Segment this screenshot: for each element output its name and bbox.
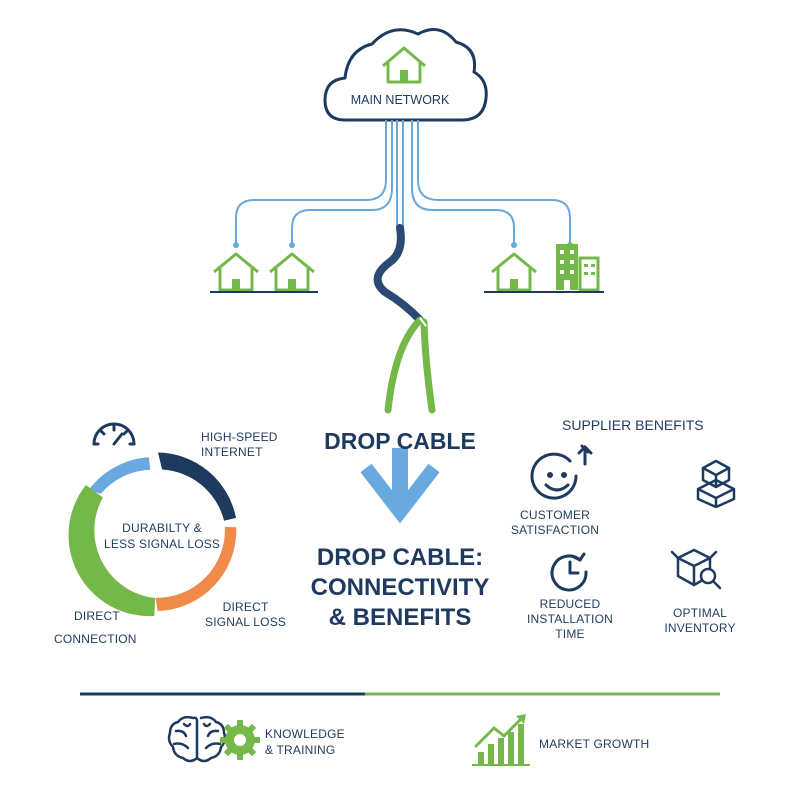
down-arrow-icon <box>368 448 432 516</box>
title-line-1: DROP CABLE: <box>316 544 484 571</box>
title-line-2: CONNECTIVITY <box>310 574 490 601</box>
customer-satisfaction-label: CUSTOMER SATISFACTION <box>510 508 600 537</box>
growth-chart-icon <box>472 714 530 766</box>
market-growth-label: MARKET GROWTH <box>539 737 650 751</box>
knowledge-training-label: KNOWLEDGE & TRAINING <box>265 727 345 757</box>
house-icon <box>491 252 537 292</box>
speedometer-icon <box>92 422 136 446</box>
direct-connection-label-2: CONNECTION <box>54 632 137 646</box>
optimal-inventory-label: OPTIMAL INVENTORY <box>664 606 736 635</box>
smiley-icon <box>530 444 593 500</box>
house-icon <box>269 252 315 292</box>
title-line-3: & BENEFITS <box>328 604 472 631</box>
supplier-benefits-heading: SUPPLIER BENEFITS <box>562 417 704 433</box>
high-speed-label: HIGH-SPEED INTERNET <box>201 430 278 459</box>
reduced-installation-label: REDUCED INSTALLATION TIME <box>527 597 613 641</box>
direct-connection-label-1: DIRECT <box>74 609 120 623</box>
box-search-icon <box>670 548 722 590</box>
drop-cable-icon <box>373 224 436 414</box>
clock-icon <box>550 552 588 592</box>
brain-icon <box>167 715 227 763</box>
cycle-center-label: DURABILTY & LESS SIGNAL LOSS <box>104 521 221 551</box>
gear-icon <box>220 720 260 760</box>
cycle-ring <box>68 452 237 617</box>
drop-cable-label: DROP CABLE <box>324 428 476 454</box>
house-icon <box>213 252 259 292</box>
building-icon <box>556 244 600 292</box>
page-title: DROP CABLE: CONNECTIVITY & BENEFITS <box>292 543 508 633</box>
boxes-icon <box>696 459 736 509</box>
direct-signal-loss-label: DIRECT SIGNAL LOSS <box>205 600 287 629</box>
network-lines <box>235 120 571 243</box>
down-arrow-chevron <box>360 463 440 524</box>
network-label: MAIN NETWORK <box>350 93 450 107</box>
house-icon <box>382 46 426 84</box>
